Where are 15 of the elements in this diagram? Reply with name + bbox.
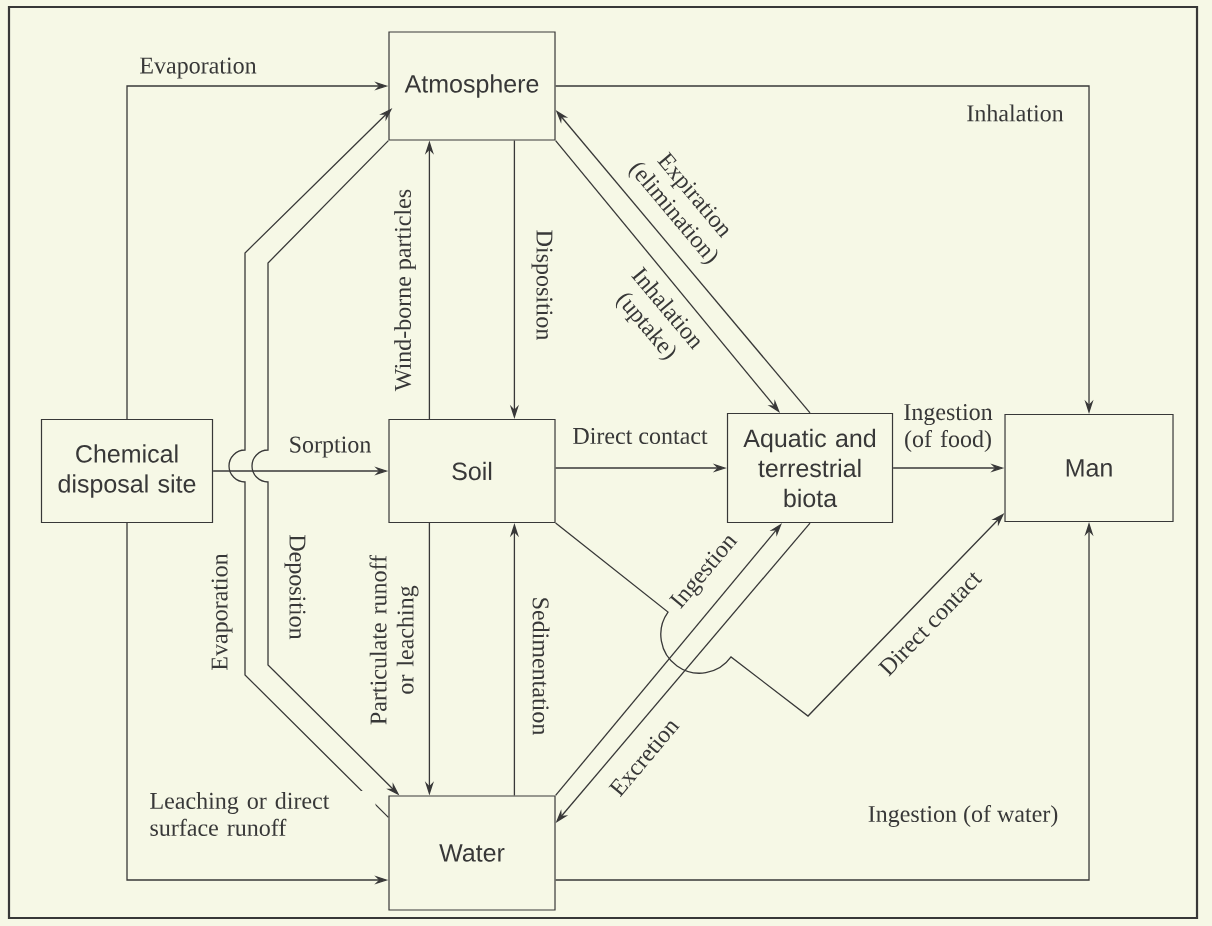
compartment-box: Chemical disposal site: [40, 418, 214, 524]
compartment-box: Aquatic and terrestrial biota: [726, 412, 894, 524]
compartment-box: Man: [1004, 413, 1174, 523]
edge-label: Ingestion (of food): [894, 403, 1002, 453]
edge-label: Particulate runoff or leaching: [368, 544, 420, 736]
compartment-box: Atmosphere: [388, 31, 556, 141]
compartment-box: Soil: [388, 418, 556, 524]
edge-label: Leaching or direct surface runoff: [148, 791, 376, 837]
edge-label: Deposition: [283, 533, 307, 641]
edge-label: Ingestion (of water): [866, 803, 1060, 829]
edge-label: Evaporation: [210, 552, 234, 672]
compartment-box: Water: [388, 795, 556, 911]
edge-label: Disposition: [530, 228, 554, 342]
edge-label: Wind-borne particles: [393, 187, 417, 393]
edge-label: Evaporation: [138, 56, 258, 80]
